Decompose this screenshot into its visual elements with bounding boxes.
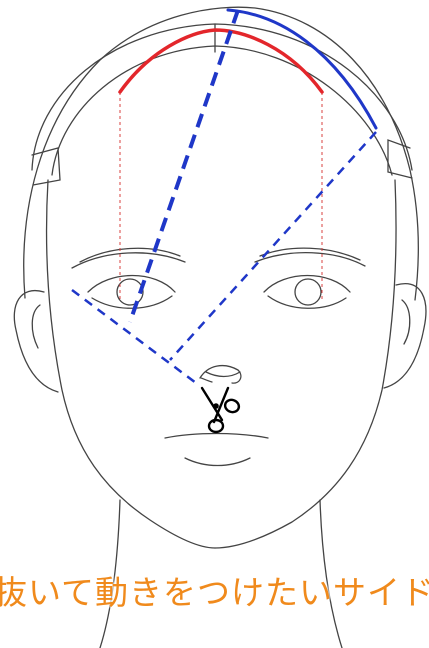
dashed-long [130, 10, 238, 322]
right-eyebrow [255, 253, 365, 266]
nose-bridge [206, 372, 240, 377]
right-eye-bottom [268, 296, 346, 308]
right-iris [295, 279, 321, 305]
skull-outline [24, 7, 419, 300]
scissors-icon [202, 388, 241, 432]
lower-lip [185, 458, 250, 466]
left-ear-inner [32, 305, 40, 348]
mouth-line [165, 434, 268, 439]
left-ear [14, 291, 58, 392]
blue-dashed-lines [72, 10, 376, 386]
left-eye-top [88, 276, 175, 293]
left-eye-bottom [92, 296, 172, 308]
face-right-side [215, 180, 396, 548]
caption-text: 抜いて動きをつけたいサイド [0, 566, 429, 614]
right-ear-inner [402, 300, 410, 344]
hairband-inner [52, 46, 392, 175]
left-eyebrow [72, 253, 185, 268]
head-outline [14, 7, 426, 648]
dashed-side [170, 132, 376, 360]
left-eyebrow-2 [80, 248, 180, 262]
hairband-left-end [32, 148, 60, 185]
face-left-side [47, 180, 215, 548]
right-eye-top [264, 276, 350, 293]
hairband-right-end [388, 140, 412, 178]
